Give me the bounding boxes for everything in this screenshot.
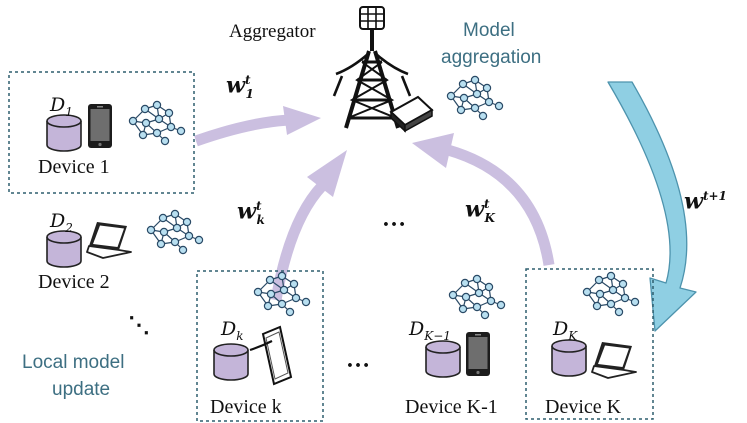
- bottom-ellipsis: …: [346, 347, 371, 373]
- neural-network-icon: [448, 274, 506, 320]
- device-k-label: Device k: [210, 396, 282, 418]
- model-aggregation-label-line2: aggregation: [441, 47, 542, 68]
- upload-arrow-device-K: [412, 133, 555, 266]
- dataset-2-symbol: D2: [50, 210, 73, 235]
- database-icon: [46, 230, 82, 268]
- dataset-1-symbol: D1: [50, 94, 73, 119]
- phone-icon: [88, 104, 112, 148]
- dataset-K-symbol: DK: [553, 318, 578, 343]
- local-update-label-line2: update: [52, 379, 111, 400]
- database-icon: [425, 340, 461, 378]
- center-ellipsis: …: [382, 206, 407, 232]
- device-1-label: Device 1: [38, 156, 110, 178]
- laptop-icon: [86, 221, 132, 259]
- device-K-label: Device K: [545, 396, 622, 418]
- phone-icon: [466, 332, 490, 376]
- dataset-k-symbol: Dk: [221, 318, 244, 343]
- database-icon: [213, 343, 249, 381]
- laptop-icon: [591, 341, 637, 379]
- neural-network-icon: [446, 75, 504, 121]
- database-icon: [551, 339, 587, 377]
- router-icon: [389, 95, 434, 133]
- weight-w1-symbol: wt1: [226, 72, 254, 101]
- weight-wk-symbol: wtk: [237, 198, 265, 227]
- upload-arrow-device-k: [270, 150, 347, 301]
- database-icon: [46, 114, 82, 152]
- left-diagonal-ellipsis: ⋱: [128, 312, 151, 337]
- neural-network-icon: [146, 209, 204, 255]
- device-1-box: [8, 71, 195, 194]
- upload-arrow-device-1: [194, 106, 321, 147]
- weight-wK-symbol: wtK: [465, 196, 495, 225]
- dataset-K-1-symbol: DK−1: [409, 318, 451, 343]
- tablet-icon: [249, 325, 293, 386]
- neural-network-icon: [582, 271, 640, 317]
- aggregator-label: Aggregator: [229, 21, 316, 42]
- local-update-label-line1: Local model: [22, 352, 125, 373]
- device-2-label: Device 2: [38, 271, 110, 293]
- device-K-1-label: Device K-1: [405, 396, 498, 418]
- neural-network-icon: [128, 100, 186, 146]
- broadcast-arrow: [607, 81, 697, 332]
- model-aggregation-label-line1: Model: [463, 20, 515, 41]
- device-k-box: [196, 270, 324, 422]
- global-weight-symbol: wt+1: [684, 188, 727, 215]
